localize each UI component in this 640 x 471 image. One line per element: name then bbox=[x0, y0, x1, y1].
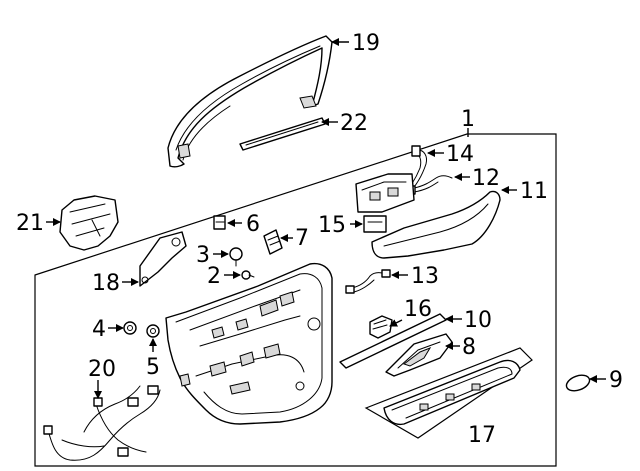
part-7-switch bbox=[263, 229, 283, 255]
callout-22: 22 bbox=[340, 111, 368, 136]
callout-6: 6 bbox=[246, 212, 260, 237]
callout-11: 11 bbox=[520, 179, 548, 204]
callout-15: 15 bbox=[318, 213, 346, 238]
callout-16: 16 bbox=[404, 297, 432, 322]
part-22-trim-strip bbox=[239, 117, 326, 151]
part-16-speaker-grille bbox=[369, 315, 393, 339]
part-2-screw bbox=[241, 270, 255, 280]
part-15-switch-module bbox=[355, 173, 415, 233]
callout-9: 9 bbox=[609, 368, 623, 393]
part-6-clip bbox=[213, 215, 226, 230]
part-9-button-cap bbox=[565, 374, 591, 392]
part-20-wiring-harness bbox=[43, 385, 161, 461]
callout-3: 3 bbox=[196, 243, 210, 268]
part-3-push-pin bbox=[229, 247, 243, 267]
part-21-speaker-bracket bbox=[59, 195, 119, 251]
callout-1: 1 bbox=[461, 107, 475, 132]
callout-13: 13 bbox=[411, 264, 439, 289]
callout-14: 14 bbox=[446, 142, 474, 167]
callout-19: 19 bbox=[352, 31, 380, 56]
part-13-cable bbox=[345, 269, 391, 294]
part-19-window-frame bbox=[167, 35, 333, 168]
part-11-armrest bbox=[371, 190, 501, 259]
callout-17: 17 bbox=[468, 423, 496, 448]
door-trim-panel bbox=[165, 262, 333, 425]
part-18-bracket bbox=[139, 231, 187, 287]
callout-18: 18 bbox=[92, 271, 120, 296]
part-4-fastener bbox=[123, 321, 137, 335]
callout-8: 8 bbox=[462, 335, 476, 360]
part-5-grommet bbox=[146, 324, 160, 338]
callout-2: 2 bbox=[207, 264, 221, 289]
callout-7: 7 bbox=[295, 226, 309, 251]
leader-16 bbox=[389, 319, 403, 327]
callout-21: 21 bbox=[16, 211, 44, 236]
callout-20: 20 bbox=[88, 357, 116, 382]
callout-10: 10 bbox=[464, 308, 492, 333]
part-17-panel-bracket bbox=[364, 347, 533, 439]
callout-12: 12 bbox=[472, 166, 500, 191]
assembly-frame bbox=[34, 133, 557, 467]
callout-4: 4 bbox=[92, 317, 106, 342]
part-8-handle-bezel bbox=[385, 333, 453, 377]
callout-5: 5 bbox=[146, 355, 160, 380]
